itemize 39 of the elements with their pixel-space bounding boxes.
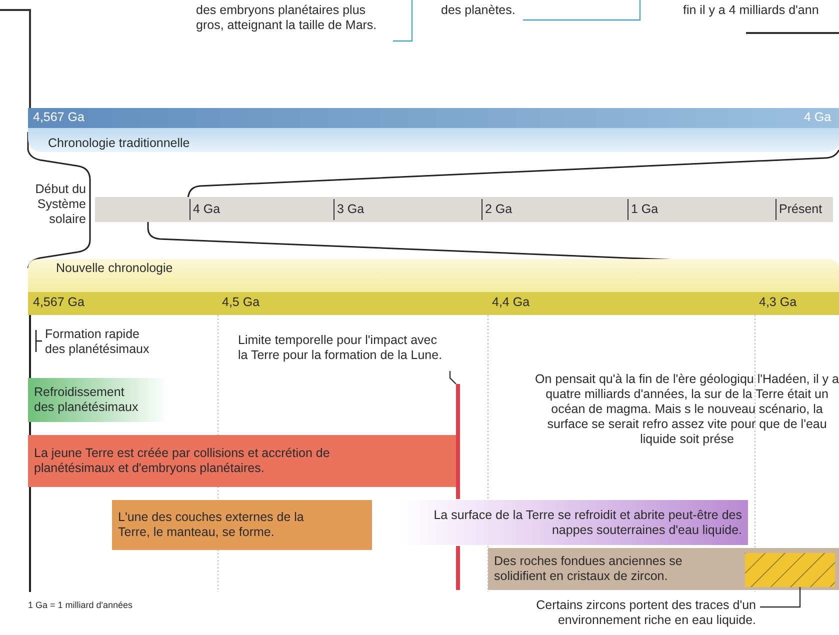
leader-line: [523, 0, 641, 21]
band-title: Chronologie traditionnelle: [48, 136, 190, 151]
event-text: La jeune Terre est créée par collisions et accrétion de planétésimaux et d'embryons planétaires.: [34, 446, 331, 476]
leader-line: [760, 587, 801, 608]
hatched-zircon-box: [745, 553, 835, 587]
time-label: 4 Ga: [804, 110, 832, 125]
tick-label: 4,567 Ga: [33, 295, 84, 310]
tick-label: 4,3 Ga: [759, 295, 797, 310]
callout-text: des planètes.: [441, 3, 516, 18]
start-label: Début du Système solaire: [34, 182, 86, 227]
callout-text: des embryons planétaires plus gros, atteignant la taille de Mars.: [196, 3, 378, 33]
annotation-text: On pensait qu'à la fin de l'ère géologiqu l'Hadéen, il y a quatre milliards d'années, la sur de la Terre était un océan de magma. Mais s le nouveau scénario, la surface se serait refro assez vite pour que de l'eau liquide soit prése: [535, 372, 839, 447]
event-text: Des roches fondues anciennes se solidifient en cristaux de zircon.: [494, 554, 684, 584]
time-limit-bar: [456, 384, 460, 499]
event-text: L'une des couches externes de la Terre, le manteau, se forme.: [118, 510, 305, 540]
leader-line: [393, 0, 413, 42]
callout-text: Limite temporelle pour l'impact avec la Terre pour la formation de la Lune.: [238, 333, 444, 363]
time-label: 4,567 Ga: [33, 110, 84, 125]
event-text: La surface de la Terre se refroidit et abrite peut-être des nappes souterraines d'eau liquide.: [432, 508, 742, 538]
event-box: [28, 435, 456, 487]
tick-label: 1 Ga: [631, 202, 658, 217]
event-text: Refroidissement des planétésimaux: [34, 385, 140, 415]
callout-text: Certains zircons portent des traces d'un environnement riche en eau liquide.: [535, 598, 756, 628]
tick-label: Présent: [779, 202, 822, 217]
tick-label: 4,4 Ga: [492, 295, 530, 310]
tick-label: 3 Ga: [337, 202, 364, 217]
tick-label: 4 Ga: [193, 202, 220, 217]
callout-text: fin il y a 4 milliards d'ann: [683, 3, 820, 18]
tick-label: 2 Ga: [485, 202, 512, 217]
leader-line: [746, 32, 839, 34]
event-box: [488, 548, 839, 590]
leader-line: [449, 371, 456, 384]
footnote: 1 Ga = 1 milliard d'années: [28, 599, 133, 612]
event-text: Formation rapide des planétésimaux: [45, 327, 150, 357]
event-box: [112, 500, 372, 550]
event-box: [28, 378, 168, 422]
band-title: Nouvelle chronologie: [56, 261, 174, 276]
tick-label: 4,5 Ga: [222, 295, 260, 310]
leader-line: [0, 9, 31, 108]
